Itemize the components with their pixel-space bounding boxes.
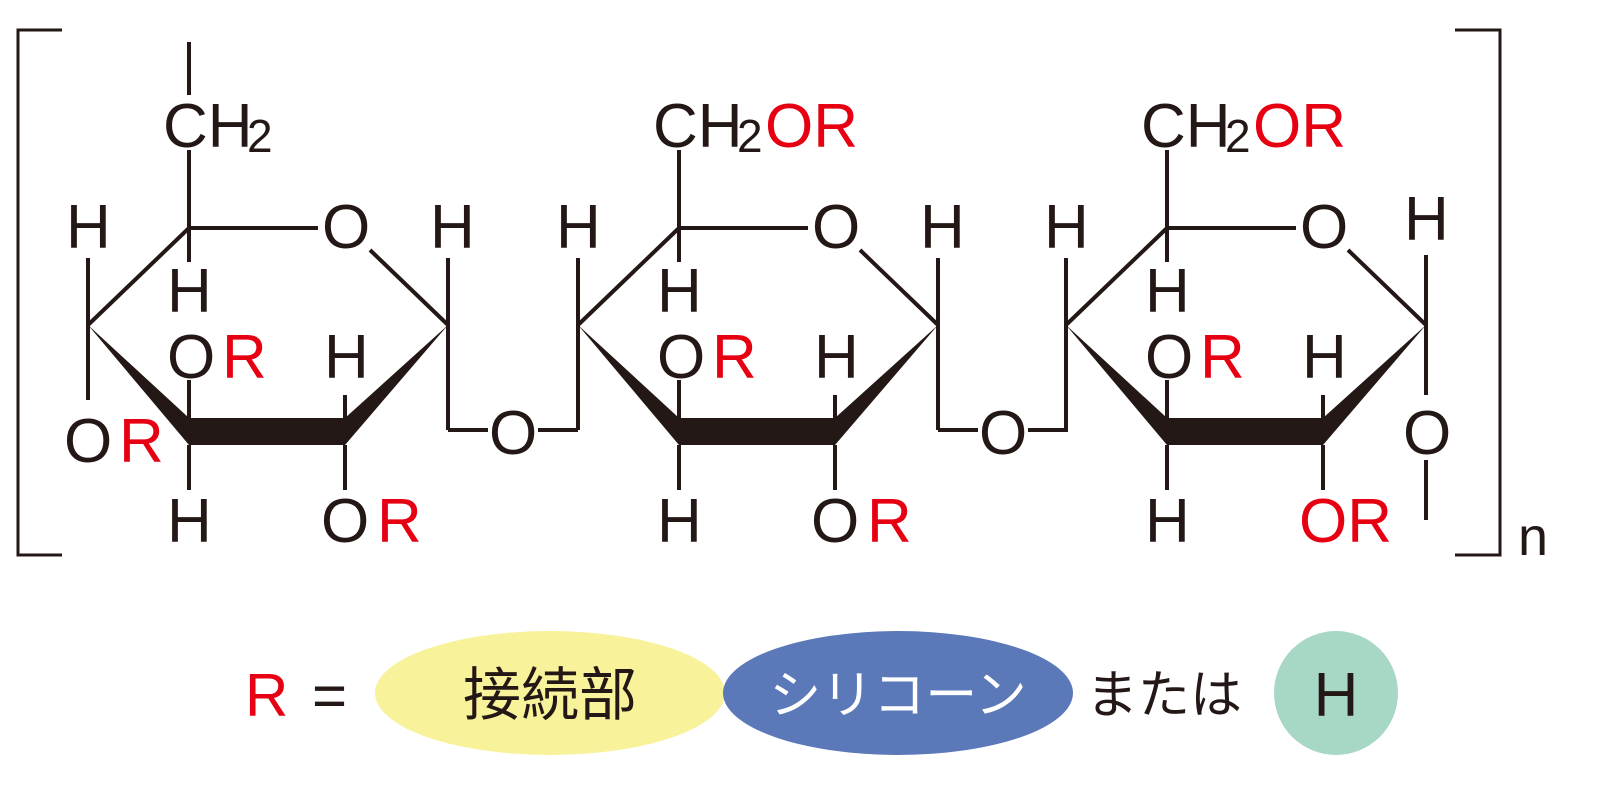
atom-label-h: H	[657, 487, 702, 556]
atom-label-h: H	[430, 193, 475, 262]
h-circle	[1274, 631, 1398, 755]
glucose-unit-3	[1064, 150, 1428, 520]
glucose-unit-1	[86, 42, 488, 490]
atom-label-subscript: 2	[1225, 110, 1251, 162]
repeat-bracket-left	[16, 28, 62, 557]
atom-label-ch: CH	[163, 92, 253, 161]
repeat-subscript-n: n	[1518, 507, 1548, 567]
atom-label-r: R	[867, 487, 912, 556]
connector-label: 接続部	[463, 661, 637, 729]
atom-label-r: R	[222, 323, 267, 392]
bold-bond	[679, 418, 835, 445]
legend: R = 接続部 シリコーン または H	[245, 631, 1398, 755]
atom-label-ch: CH	[653, 92, 743, 161]
atom-label-h: H	[1044, 193, 1089, 262]
atom-label-h: H	[1145, 487, 1190, 556]
atom-label-ch: CH	[1141, 92, 1231, 161]
wedge-bond	[88, 325, 189, 445]
glycosidic-oxygen: O	[979, 399, 1027, 468]
atom-label-o: O	[657, 323, 705, 392]
atom-label-r: R	[377, 487, 422, 556]
wedge-bond	[1323, 325, 1426, 445]
atom-label-h: H	[814, 323, 859, 392]
bold-bond	[1167, 418, 1323, 445]
atom-label-o: O	[322, 193, 370, 262]
atom-label-h: H	[167, 487, 212, 556]
atom-label-h: H	[324, 323, 369, 392]
atom-label-r: R	[119, 407, 164, 476]
atom-label-o: O	[811, 487, 859, 556]
wedge-bond	[835, 325, 938, 445]
atom-label-subscript: 2	[737, 110, 763, 162]
atom-label-or: OR	[765, 92, 858, 161]
atom-label-h: H	[1145, 257, 1190, 326]
h-label: H	[1314, 661, 1359, 730]
wedge-bond	[345, 325, 448, 445]
atom-label-or: OR	[1299, 487, 1392, 556]
atom-label-or: OR	[1253, 92, 1346, 161]
or-text: または	[1086, 666, 1242, 726]
glucose-unit-2	[576, 150, 978, 490]
atoms-unit-2: CH 2 OR O H H H O R H H O R	[556, 92, 965, 556]
atom-label-h: H	[66, 193, 111, 262]
atom-label-o: O	[812, 193, 860, 262]
connector-ellipse	[375, 631, 725, 755]
atom-label-r: R	[1200, 323, 1245, 392]
wedge-bond	[1066, 325, 1167, 445]
atoms-unit-3: CH 2 OR O H H H O R H O H OR	[1044, 92, 1451, 556]
atom-label-r: R	[712, 323, 757, 392]
atom-label-o: O	[64, 407, 112, 476]
atom-label-h: H	[1404, 185, 1449, 254]
atoms-unit-1: CH 2 O H H H O R H O R H O R	[64, 92, 475, 556]
atom-label-o: O	[321, 487, 369, 556]
atom-label-o: O	[167, 323, 215, 392]
atom-label-o: O	[1300, 193, 1348, 262]
atom-label-o: O	[1145, 323, 1193, 392]
atom-label-h: H	[1302, 323, 1347, 392]
atom-label-h: H	[657, 257, 702, 326]
atom-label-h: H	[167, 257, 212, 326]
glycosidic-oxygen: O	[489, 399, 537, 468]
atom-label-o: O	[1403, 399, 1451, 468]
silicone-label: シリコーン	[769, 666, 1026, 726]
legend-equals: =	[312, 662, 347, 729]
atom-label-h: H	[556, 193, 601, 262]
atom-label-subscript: 2	[247, 110, 273, 162]
legend-r: R	[245, 662, 288, 729]
bold-bond	[189, 418, 345, 445]
wedge-bond	[578, 325, 679, 445]
silicone-ellipse	[723, 631, 1073, 755]
repeat-bracket-right	[1455, 28, 1502, 557]
atom-label-h: H	[920, 193, 965, 262]
